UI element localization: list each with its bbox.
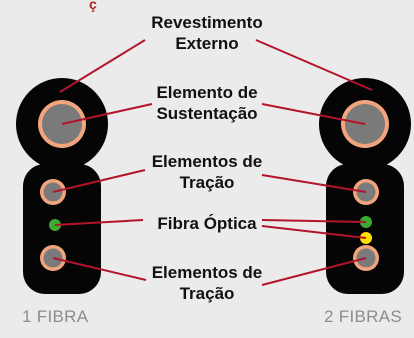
label-support-element-line1: Elemento de <box>156 83 258 102</box>
label-traction-lower: Elementos de Tração <box>117 262 297 304</box>
label-support-element: Elemento de Sustentação <box>117 82 297 124</box>
label-outer-sheath-line2: Externo <box>175 34 239 53</box>
label-traction-lower-line1: Elementos de <box>151 263 263 282</box>
leader-fiber-left <box>54 219 144 226</box>
label-traction-upper-line2: Tração <box>179 173 235 192</box>
label-outer-sheath-line1: Revestimento <box>151 13 263 32</box>
leader-traction-lower-left <box>52 257 147 281</box>
leader-sheath-left <box>59 39 146 93</box>
leader-traction-upper-right <box>261 174 367 193</box>
top-mark: ç <box>89 0 97 12</box>
label-outer-sheath: Revestimento Externo <box>117 12 297 54</box>
label-traction-lower-line2: Tração <box>179 284 235 303</box>
caption-1-fibra: 1 FIBRA <box>22 307 89 326</box>
caption-2-fibras: 2 FIBRAS <box>324 307 402 326</box>
leader-fiber-right-yellow <box>261 225 367 239</box>
label-optical-fiber: Fibra Óptica <box>157 214 257 233</box>
right-body <box>326 164 404 294</box>
leader-fiber-right-green <box>261 219 367 223</box>
label-traction-upper-line1: Elementos de <box>151 152 263 171</box>
leader-sheath-right <box>255 39 373 91</box>
leader-traction-upper-left <box>52 169 146 193</box>
label-support-element-line2: Sustentação <box>156 104 258 123</box>
label-traction-upper: Elementos de Tração <box>117 151 297 193</box>
leader-support-left <box>61 103 153 125</box>
cable-1-fibra <box>16 78 108 294</box>
leader-lines <box>52 39 373 286</box>
leader-support-right <box>261 103 366 125</box>
leader-traction-lower-right <box>261 257 367 286</box>
